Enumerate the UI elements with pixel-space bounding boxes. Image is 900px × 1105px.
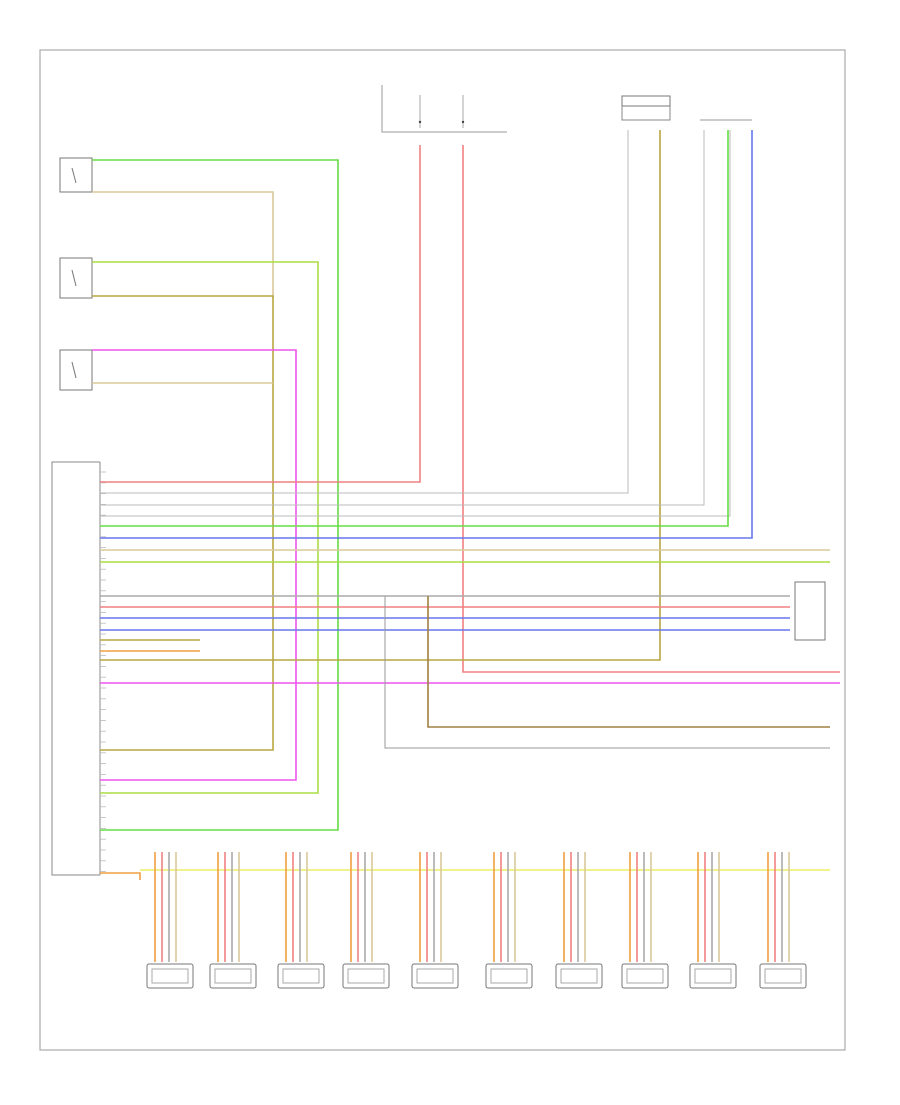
left-sensor-1 xyxy=(59,157,93,193)
bottom-component-1 xyxy=(146,852,194,989)
bottom-component-5 xyxy=(411,852,459,989)
bottom-component-10 xyxy=(759,852,807,989)
bottom-component-9 xyxy=(689,852,737,989)
diagram-frame xyxy=(39,49,846,1051)
bottom-component-7 xyxy=(555,852,603,989)
top-sensor-block xyxy=(621,95,752,121)
bottom-components xyxy=(146,852,807,989)
bottom-component-8 xyxy=(621,852,669,989)
top-fuse-block xyxy=(381,85,507,133)
bottom-component-3 xyxy=(277,852,325,989)
bottom-component-2 xyxy=(209,852,257,989)
left-sensor-2 xyxy=(59,257,93,299)
right-connector xyxy=(794,581,826,641)
bottom-component-4 xyxy=(342,852,390,989)
control-module xyxy=(51,461,106,876)
left-sensor-3 xyxy=(59,349,93,391)
bottom-component-6 xyxy=(485,852,533,989)
wire-harness xyxy=(92,130,840,880)
